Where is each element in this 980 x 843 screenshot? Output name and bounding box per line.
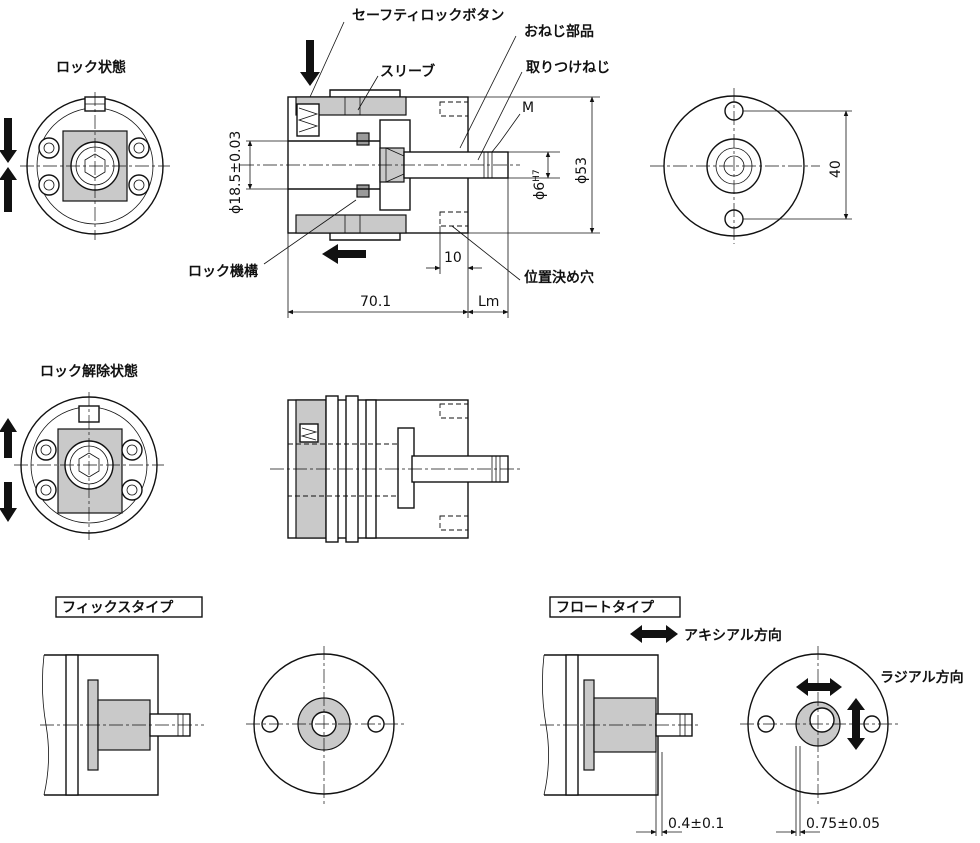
arrow-up-icon [0,167,17,212]
locked-state-label: ロック状態 [56,59,126,76]
arrow-up-icon [0,418,17,458]
float-type-section: フロートタイプ アキシアル方向 0.4±0.1 ラジアル方向 0.75±0.05 [540,596,964,836]
positioning-hole-label: 位置決め穴 [524,269,594,286]
radial-direction-label: ラジアル方向 [880,669,964,686]
bolt-holes [38,137,150,196]
fixed-type-title: フィックスタイプ [62,600,174,616]
axial-direction-label: アキシアル方向 [684,627,782,644]
shaft-diameter-dim: ϕ6H7 [532,169,548,200]
double-arrow-horizontal-icon [796,678,842,696]
arrow-left-icon [322,244,366,264]
arrow-down-icon [300,40,320,86]
screw-part-label: おねじ部品 [524,23,594,40]
safety-lock-button-label: セーフティロックボタン [352,8,504,24]
locked-state-view: ロック状態 [0,59,170,240]
unlocked-side-view [270,395,520,543]
float-type-title: フロートタイプ [556,600,655,616]
thread-m-label: M [522,100,534,116]
section-view: セーフティロックボタン おねじ部品 取りつけねじ スリーブ M ロック機構 位置… [188,8,610,318]
length-dim: 70.1 [360,294,391,310]
double-arrow-horizontal-icon [630,625,678,643]
bore-diameter-dim: ϕ18.5±0.03 [228,131,244,214]
outer-diameter-dim: ϕ53 [574,157,590,184]
double-arrow-vertical-icon [847,698,865,750]
arrow-down-icon [0,118,17,163]
lock-mechanism-label: ロック機構 [188,263,258,280]
mounting-screw-label: 取りつけねじ [526,60,610,76]
axial-float-dim: 0.4±0.1 [668,816,724,832]
fixed-type-section: フィックスタイプ [40,596,404,804]
shaft-length-dim: Lm [478,294,499,310]
sleeve-label: スリーブ [380,63,435,80]
radial-float-dim: 0.75±0.05 [806,816,880,832]
arrow-down-icon [0,482,17,522]
hole-pitch-dim: 40 [828,160,844,178]
end-view: 40 [650,88,852,244]
unlocked-state-view: ロック解除状態 [0,363,164,540]
hole-depth-dim: 10 [444,250,462,266]
unlocked-state-label: ロック解除状態 [40,363,138,380]
